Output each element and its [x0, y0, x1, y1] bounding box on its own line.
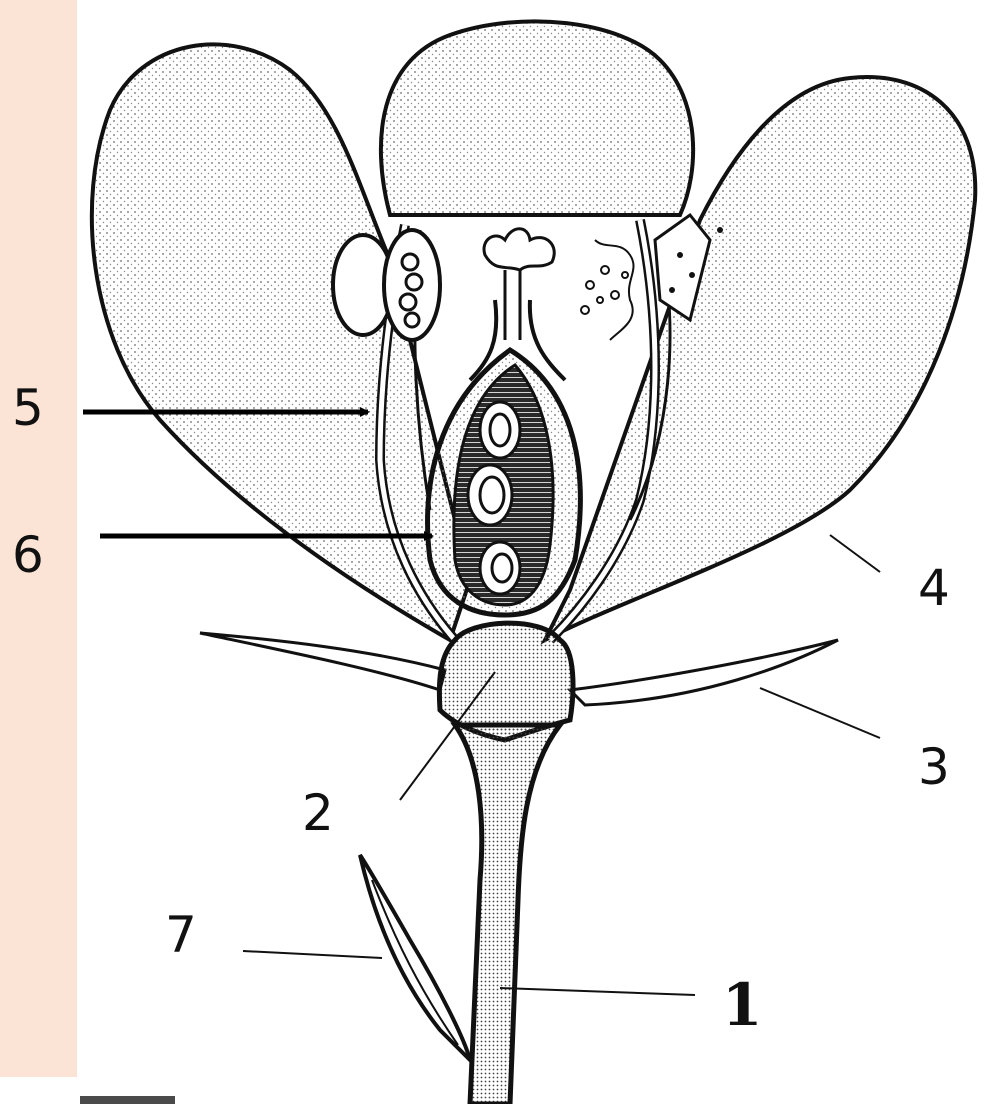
receptacle	[439, 623, 573, 740]
sepal-right	[570, 640, 838, 705]
label-6: 6	[12, 530, 44, 580]
pedicel	[455, 725, 560, 1104]
stigma	[484, 229, 554, 270]
label-1: 1	[722, 976, 762, 1034]
label-3: 3	[918, 742, 950, 792]
label-7: 7	[165, 910, 197, 960]
leader-line-1	[500, 988, 695, 995]
petal-back	[381, 21, 693, 215]
label-4: 4	[918, 563, 950, 613]
pollen-grains	[581, 240, 634, 340]
label-2: 2	[302, 788, 334, 838]
leader-line-3	[760, 688, 880, 738]
sepal-left	[200, 633, 445, 690]
label-5: 5	[12, 383, 44, 433]
leader-line-7	[243, 951, 382, 958]
leader-line-4	[830, 535, 880, 572]
